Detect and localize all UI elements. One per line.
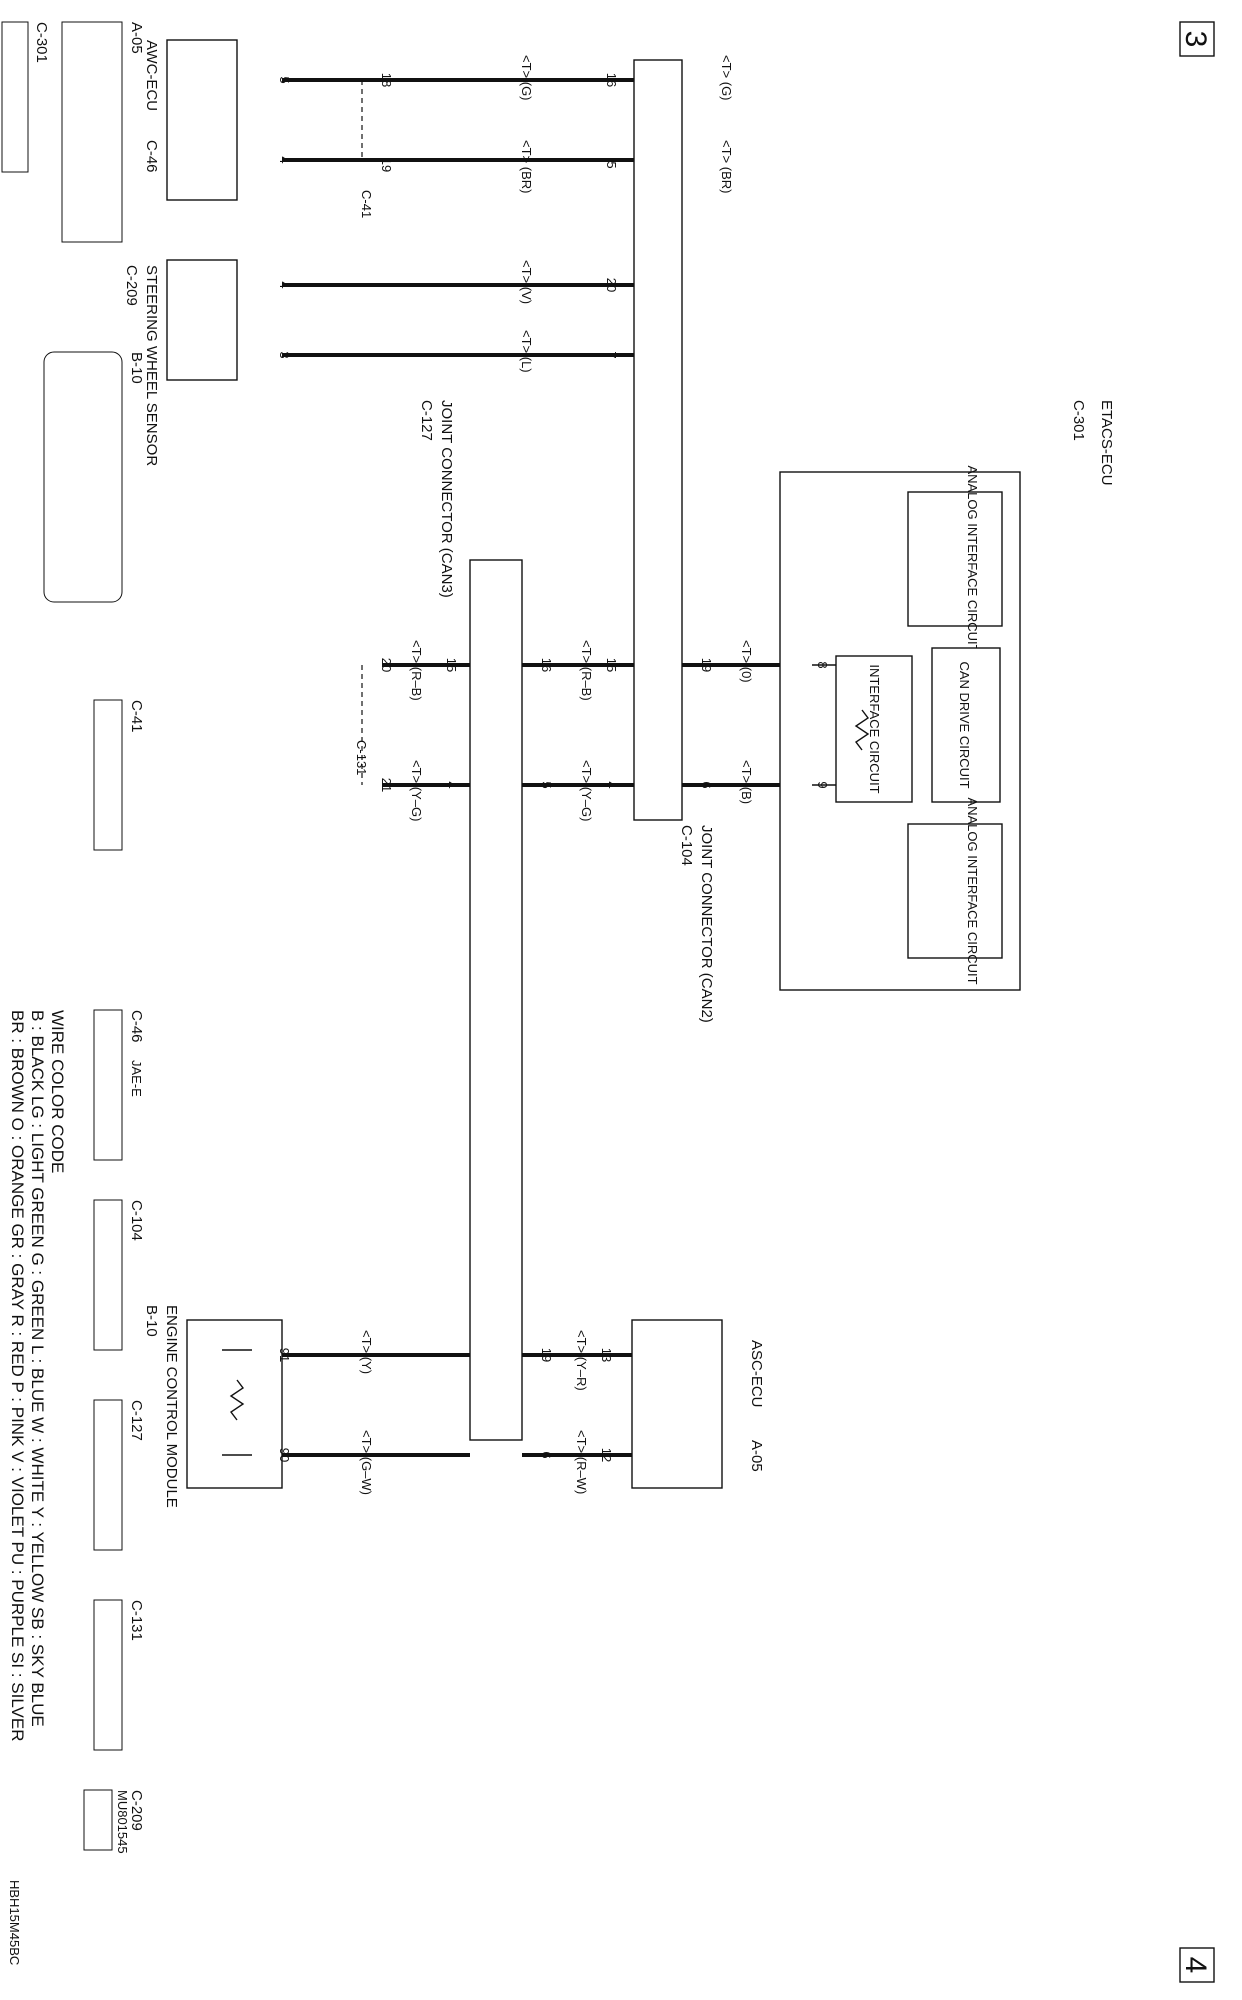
can-drive-circuit bbox=[931, 647, 1001, 803]
svg-text:C-41: C-41 bbox=[128, 700, 145, 733]
steering-wheel-sensor: STEERING WHEEL SENSOR C-209 4 3 bbox=[123, 259, 292, 466]
steering-sensor-label: STEERING WHEEL SENSOR bbox=[143, 265, 160, 466]
svg-text:5: 5 bbox=[604, 161, 619, 168]
svg-text:<T> (G): <T> (G) bbox=[719, 55, 734, 101]
svg-text:JOINT CONNECTOR (CAN2): JOINT CONNECTOR (CAN2) bbox=[698, 825, 715, 1023]
drawing-code: HBH15M45BC bbox=[7, 1880, 22, 1965]
awc-ecu-connector: C-46 bbox=[143, 140, 160, 173]
svg-text:ANALOG INTERFACE CIRCUIT: ANALOG INTERFACE CIRCUIT bbox=[965, 797, 980, 984]
awc-ecu-box bbox=[166, 39, 238, 201]
engine-module-box bbox=[186, 1319, 283, 1489]
svg-text:<T> (BR): <T> (BR) bbox=[519, 140, 534, 193]
asc-ecu-box bbox=[631, 1319, 723, 1489]
svg-text:<T> (Y): <T> (Y) bbox=[359, 1330, 374, 1374]
connector-c41: C-41 18 19 bbox=[359, 73, 394, 218]
svg-text:CAN DRIVE CIRCUIT: CAN DRIVE CIRCUIT bbox=[957, 661, 972, 788]
joint-connector-can2-box bbox=[633, 59, 683, 821]
svg-text:<T> (BR): <T> (BR) bbox=[719, 140, 734, 193]
asc-ecu-label: ASC-ECU bbox=[748, 1340, 765, 1408]
svg-text:B-10: B-10 bbox=[128, 352, 145, 384]
steering-sensor-connector: C-209 bbox=[123, 265, 140, 306]
svg-text:C-127: C-127 bbox=[128, 1400, 145, 1441]
svg-text:<T> (R–B): <T> (R–B) bbox=[409, 640, 424, 701]
svg-text:JAE-E: JAE-E bbox=[129, 1060, 144, 1097]
svg-text:INTERFACE CIRCUIT: INTERFACE CIRCUIT bbox=[867, 664, 882, 793]
svg-text:ANALOG INTERFACE CIRCUIT: ANALOG INTERFACE CIRCUIT bbox=[965, 465, 980, 652]
svg-text:C-127: C-127 bbox=[418, 400, 435, 441]
svg-text:C-131: C-131 bbox=[128, 1600, 145, 1641]
analog-interface-circuit-left bbox=[907, 491, 1003, 627]
svg-text:C-104: C-104 bbox=[128, 1200, 145, 1241]
wire-color-code: WIRE COLOR CODE B : BLACK LG : LIGHT GRE… bbox=[8, 1010, 67, 1742]
awc-ecu-label: AWC-ECU bbox=[143, 40, 160, 111]
etacs-ecu-connector: C-301 bbox=[1070, 400, 1087, 441]
svg-text:C-301: C-301 bbox=[33, 22, 50, 63]
engine-module-connector: B-10 bbox=[143, 1305, 160, 1337]
steering-sensor-box bbox=[166, 259, 238, 381]
joint-connector-can2: JOINT CONNECTOR (CAN2) C-104 16 5 20 7 1… bbox=[604, 59, 715, 1023]
svg-text:BR : BROWN O : ORANGE GR: BR : BROWN O : ORANGE GR : GRAY R : RED … bbox=[8, 1010, 27, 1742]
joint-connector-can3-box bbox=[469, 559, 523, 1441]
wire-runs bbox=[282, 78, 780, 1457]
page-marker-top: 3 bbox=[1179, 21, 1215, 57]
svg-text:<T> (V): <T> (V) bbox=[519, 260, 534, 304]
page-marker-bottom: 4 bbox=[1179, 1947, 1215, 1983]
svg-text:<T> (R–B): <T> (R–B) bbox=[579, 640, 594, 701]
interface-circuit bbox=[835, 655, 913, 803]
analog-interface-circuit-right bbox=[907, 823, 1003, 959]
svg-text:<T> (Y–G): <T> (Y–G) bbox=[579, 760, 594, 821]
svg-text:WIRE COLOR CODE: WIRE COLOR CODE bbox=[48, 1010, 67, 1173]
svg-text:<T> (B): <T> (B) bbox=[739, 760, 754, 804]
svg-text:3: 3 bbox=[1179, 31, 1212, 48]
svg-text:<T> (R–W): <T> (R–W) bbox=[574, 1430, 589, 1494]
svg-text:<T> (0): <T> (0) bbox=[739, 640, 754, 683]
wire-labels: <T> (G) <T> (BR) <T> (G) <T> (BR) <T> (V… bbox=[359, 55, 754, 1495]
svg-text:MU801545: MU801545 bbox=[115, 1790, 130, 1854]
rotated-frame: 3 4 ETACS-ECU C-301 ANALOG INTERFACE CIR… bbox=[1, 21, 1215, 1983]
etacs-ecu: ETACS-ECU C-301 ANALOG INTERFACE CIRCUIT… bbox=[779, 400, 1115, 991]
svg-text:8: 8 bbox=[815, 661, 830, 668]
svg-text:C-41: C-41 bbox=[359, 190, 374, 218]
etacs-ecu-label: ETACS-ECU bbox=[1098, 400, 1115, 486]
connector-views: A-05 C-301 B-10 C-41 C-46 JAE-E C-104 C-… bbox=[1, 21, 145, 1854]
engine-module-label: ENGINE CONTROL MODULE bbox=[163, 1305, 180, 1508]
asc-ecu: ASC-ECU A-05 13 12 bbox=[599, 1319, 765, 1489]
engine-control-module: ENGINE CONTROL MODULE B-10 91 90 bbox=[143, 1305, 292, 1508]
svg-text:<T> (Y–R): <T> (Y–R) bbox=[574, 1330, 589, 1391]
svg-text:<T> (G–W): <T> (G–W) bbox=[359, 1430, 374, 1495]
svg-text:<T> (L): <T> (L) bbox=[519, 330, 534, 373]
asc-ecu-connector: A-05 bbox=[748, 1440, 765, 1472]
awc-ecu: AWC-ECU C-46 5 4 bbox=[143, 39, 292, 201]
svg-text:4: 4 bbox=[1179, 1957, 1212, 1974]
svg-text:C-46: C-46 bbox=[128, 1010, 145, 1043]
joint-connector-can3: JOINT CONNECTOR (CAN3) C-127 16 5 15 4 1… bbox=[418, 400, 554, 1459]
svg-text:<T> (G): <T> (G) bbox=[519, 55, 534, 101]
svg-text:B : BLACK LG : LIGHT GREEN: B : BLACK LG : LIGHT GREEN G : GREEN L :… bbox=[28, 1010, 47, 1727]
svg-text:C-104: C-104 bbox=[678, 825, 695, 866]
svg-text:C-209: C-209 bbox=[128, 1790, 145, 1831]
svg-text:A-05: A-05 bbox=[128, 22, 145, 54]
svg-text:<T> (Y–G): <T> (Y–G) bbox=[409, 760, 424, 821]
connector-c131: C-131 20 21 bbox=[354, 658, 394, 792]
svg-text:9: 9 bbox=[815, 781, 830, 788]
svg-text:JOINT CONNECTOR (CAN3): JOINT CONNECTOR (CAN3) bbox=[438, 400, 455, 598]
